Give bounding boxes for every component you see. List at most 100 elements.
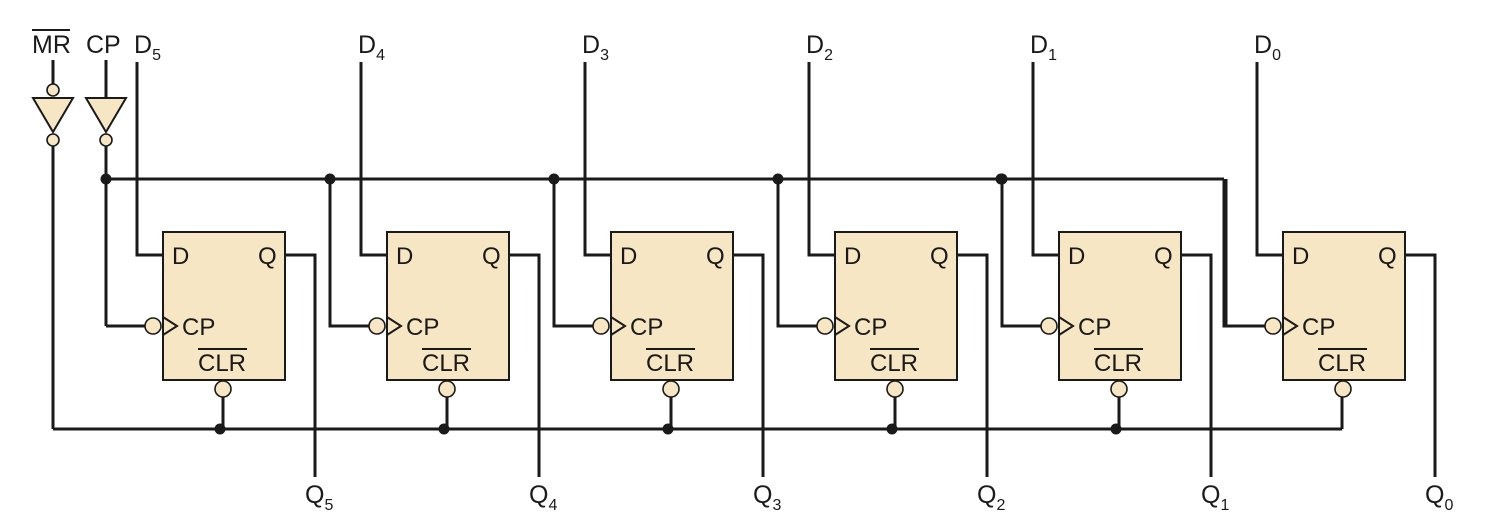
q-output-label: Q1 bbox=[1201, 481, 1229, 514]
clock-bubble bbox=[1264, 317, 1282, 335]
d-input-label: D3 bbox=[582, 31, 609, 64]
clock-triangle-icon bbox=[1282, 316, 1299, 336]
flip-flop-3: D3D Q CP CLR Q3 bbox=[548, 31, 781, 514]
clear-junction-dot bbox=[1110, 423, 1122, 435]
mr-input-bubble bbox=[46, 83, 60, 97]
clock-branch-wire-last bbox=[1222, 179, 1265, 328]
d-pin-label: D bbox=[620, 243, 637, 270]
flip-flop-box bbox=[386, 231, 510, 381]
clr-pin-label: CLR bbox=[870, 350, 918, 377]
clock-triangle-icon bbox=[610, 316, 627, 336]
clock-triangle-icon bbox=[386, 316, 403, 336]
clr-bubble bbox=[662, 380, 680, 398]
q-pin-label: Q bbox=[1154, 243, 1173, 270]
q-pin-label: Q bbox=[482, 243, 501, 270]
d-input-label: D1 bbox=[1030, 31, 1057, 64]
d-input-label: D4 bbox=[358, 31, 385, 64]
clr-bubble bbox=[214, 380, 232, 398]
mr-inverter bbox=[31, 97, 75, 134]
d-pin-label: D bbox=[844, 243, 861, 270]
flip-flop-stages: D5D Q CP CLR Q5 D4D Q CP CLR Q4 D3D Q CP CLR Q3 D2D Q CP C… bbox=[100, 31, 1453, 514]
flip-flop-box bbox=[610, 231, 734, 381]
d-input-wire bbox=[359, 62, 387, 257]
q-output-wire bbox=[733, 253, 765, 477]
flip-flop-0: D0D Q CP CLR Q0 bbox=[1222, 31, 1453, 514]
clr-pin-label: CLR bbox=[1318, 350, 1366, 377]
clock-branch-wire bbox=[776, 179, 817, 328]
mr-input: MR bbox=[31, 29, 75, 429]
q-output-label: Q5 bbox=[305, 481, 333, 514]
d-pin-label: D bbox=[1292, 243, 1309, 270]
cp-pin-label: CP bbox=[182, 314, 215, 341]
clock-triangle-icon bbox=[834, 316, 851, 336]
q-output-label: Q4 bbox=[529, 481, 557, 514]
clr-bubble bbox=[1110, 380, 1128, 398]
q-output-wire bbox=[509, 253, 541, 477]
clock-junction-dot bbox=[548, 173, 560, 185]
clr-bubble bbox=[438, 380, 456, 398]
q-output-label: Q0 bbox=[1425, 481, 1453, 514]
clock-junction-dot bbox=[772, 173, 784, 185]
clock-triangle-icon bbox=[1058, 316, 1075, 336]
clock-junction-dot bbox=[324, 173, 336, 185]
d-input-wire bbox=[1255, 62, 1283, 257]
q-output-wire bbox=[957, 253, 989, 477]
cp-pin-label: CP bbox=[854, 314, 887, 341]
clear-junction-dot bbox=[214, 423, 226, 435]
d-input-wire bbox=[807, 62, 835, 257]
q-pin-label: Q bbox=[706, 243, 725, 270]
flip-flop-box bbox=[834, 231, 958, 381]
flip-flop-2: D2D Q CP CLR Q2 bbox=[772, 31, 1005, 514]
clock-branch-wire bbox=[552, 179, 593, 328]
q-pin-label: Q bbox=[1378, 243, 1397, 270]
clock-branch-wire bbox=[1224, 179, 1265, 328]
flip-flop-box bbox=[1282, 231, 1406, 381]
cp-output-bubble bbox=[99, 133, 113, 147]
q-output-wire bbox=[285, 253, 317, 477]
q-output-wire bbox=[1405, 253, 1437, 477]
d-pin-label: D bbox=[1068, 243, 1085, 270]
flip-flop-box bbox=[162, 231, 286, 381]
clock-bubble bbox=[144, 317, 162, 335]
clr-pin-label: CLR bbox=[422, 350, 470, 377]
clock-branch-wire bbox=[1000, 179, 1041, 328]
cp-pin-label: CP bbox=[406, 314, 439, 341]
clock-triangle-icon bbox=[162, 316, 179, 336]
d-pin-label: D bbox=[172, 243, 189, 270]
q-pin-label: Q bbox=[258, 243, 277, 270]
clr-pin-label: CLR bbox=[646, 350, 694, 377]
cp-pin-label: CP bbox=[630, 314, 663, 341]
clear-junction-dot bbox=[662, 423, 674, 435]
d-input-label: D2 bbox=[806, 31, 833, 64]
mr-label: MR bbox=[32, 31, 71, 59]
q-output-wire bbox=[1181, 253, 1213, 477]
d-input-label: D5 bbox=[134, 31, 161, 64]
flip-flop-1: D1D Q CP CLR Q1 bbox=[995, 31, 1229, 514]
q-output-label: Q3 bbox=[753, 481, 781, 514]
d-input-wire bbox=[135, 62, 163, 257]
q-pin-label: Q bbox=[930, 243, 949, 270]
flip-flop-box bbox=[1058, 231, 1182, 381]
d-input-wire bbox=[1031, 62, 1059, 257]
clear-junction-dot bbox=[438, 423, 450, 435]
mr-output-bubble bbox=[46, 133, 60, 147]
clock-junction-dot bbox=[100, 173, 112, 185]
cp-pin-label: CP bbox=[1302, 314, 1335, 341]
clock-junction-dot bbox=[995, 173, 1007, 185]
flip-flop-4: D4D Q CP CLR Q4 bbox=[324, 31, 557, 514]
q-output-label: Q2 bbox=[977, 481, 1005, 514]
clr-bubble bbox=[1334, 380, 1352, 398]
cp-pin-label: CP bbox=[1078, 314, 1111, 341]
clock-bubble bbox=[368, 317, 386, 335]
d-pin-label: D bbox=[396, 243, 413, 270]
clock-bubble bbox=[1040, 317, 1058, 335]
clock-bubble bbox=[592, 317, 610, 335]
cp-inverter bbox=[84, 97, 128, 134]
clock-bubble bbox=[816, 317, 834, 335]
clear-junction-dot bbox=[886, 423, 898, 435]
clock-branch-wire bbox=[328, 179, 369, 328]
clr-pin-label: CLR bbox=[1094, 350, 1142, 377]
d-input-label: D0 bbox=[1254, 31, 1281, 64]
